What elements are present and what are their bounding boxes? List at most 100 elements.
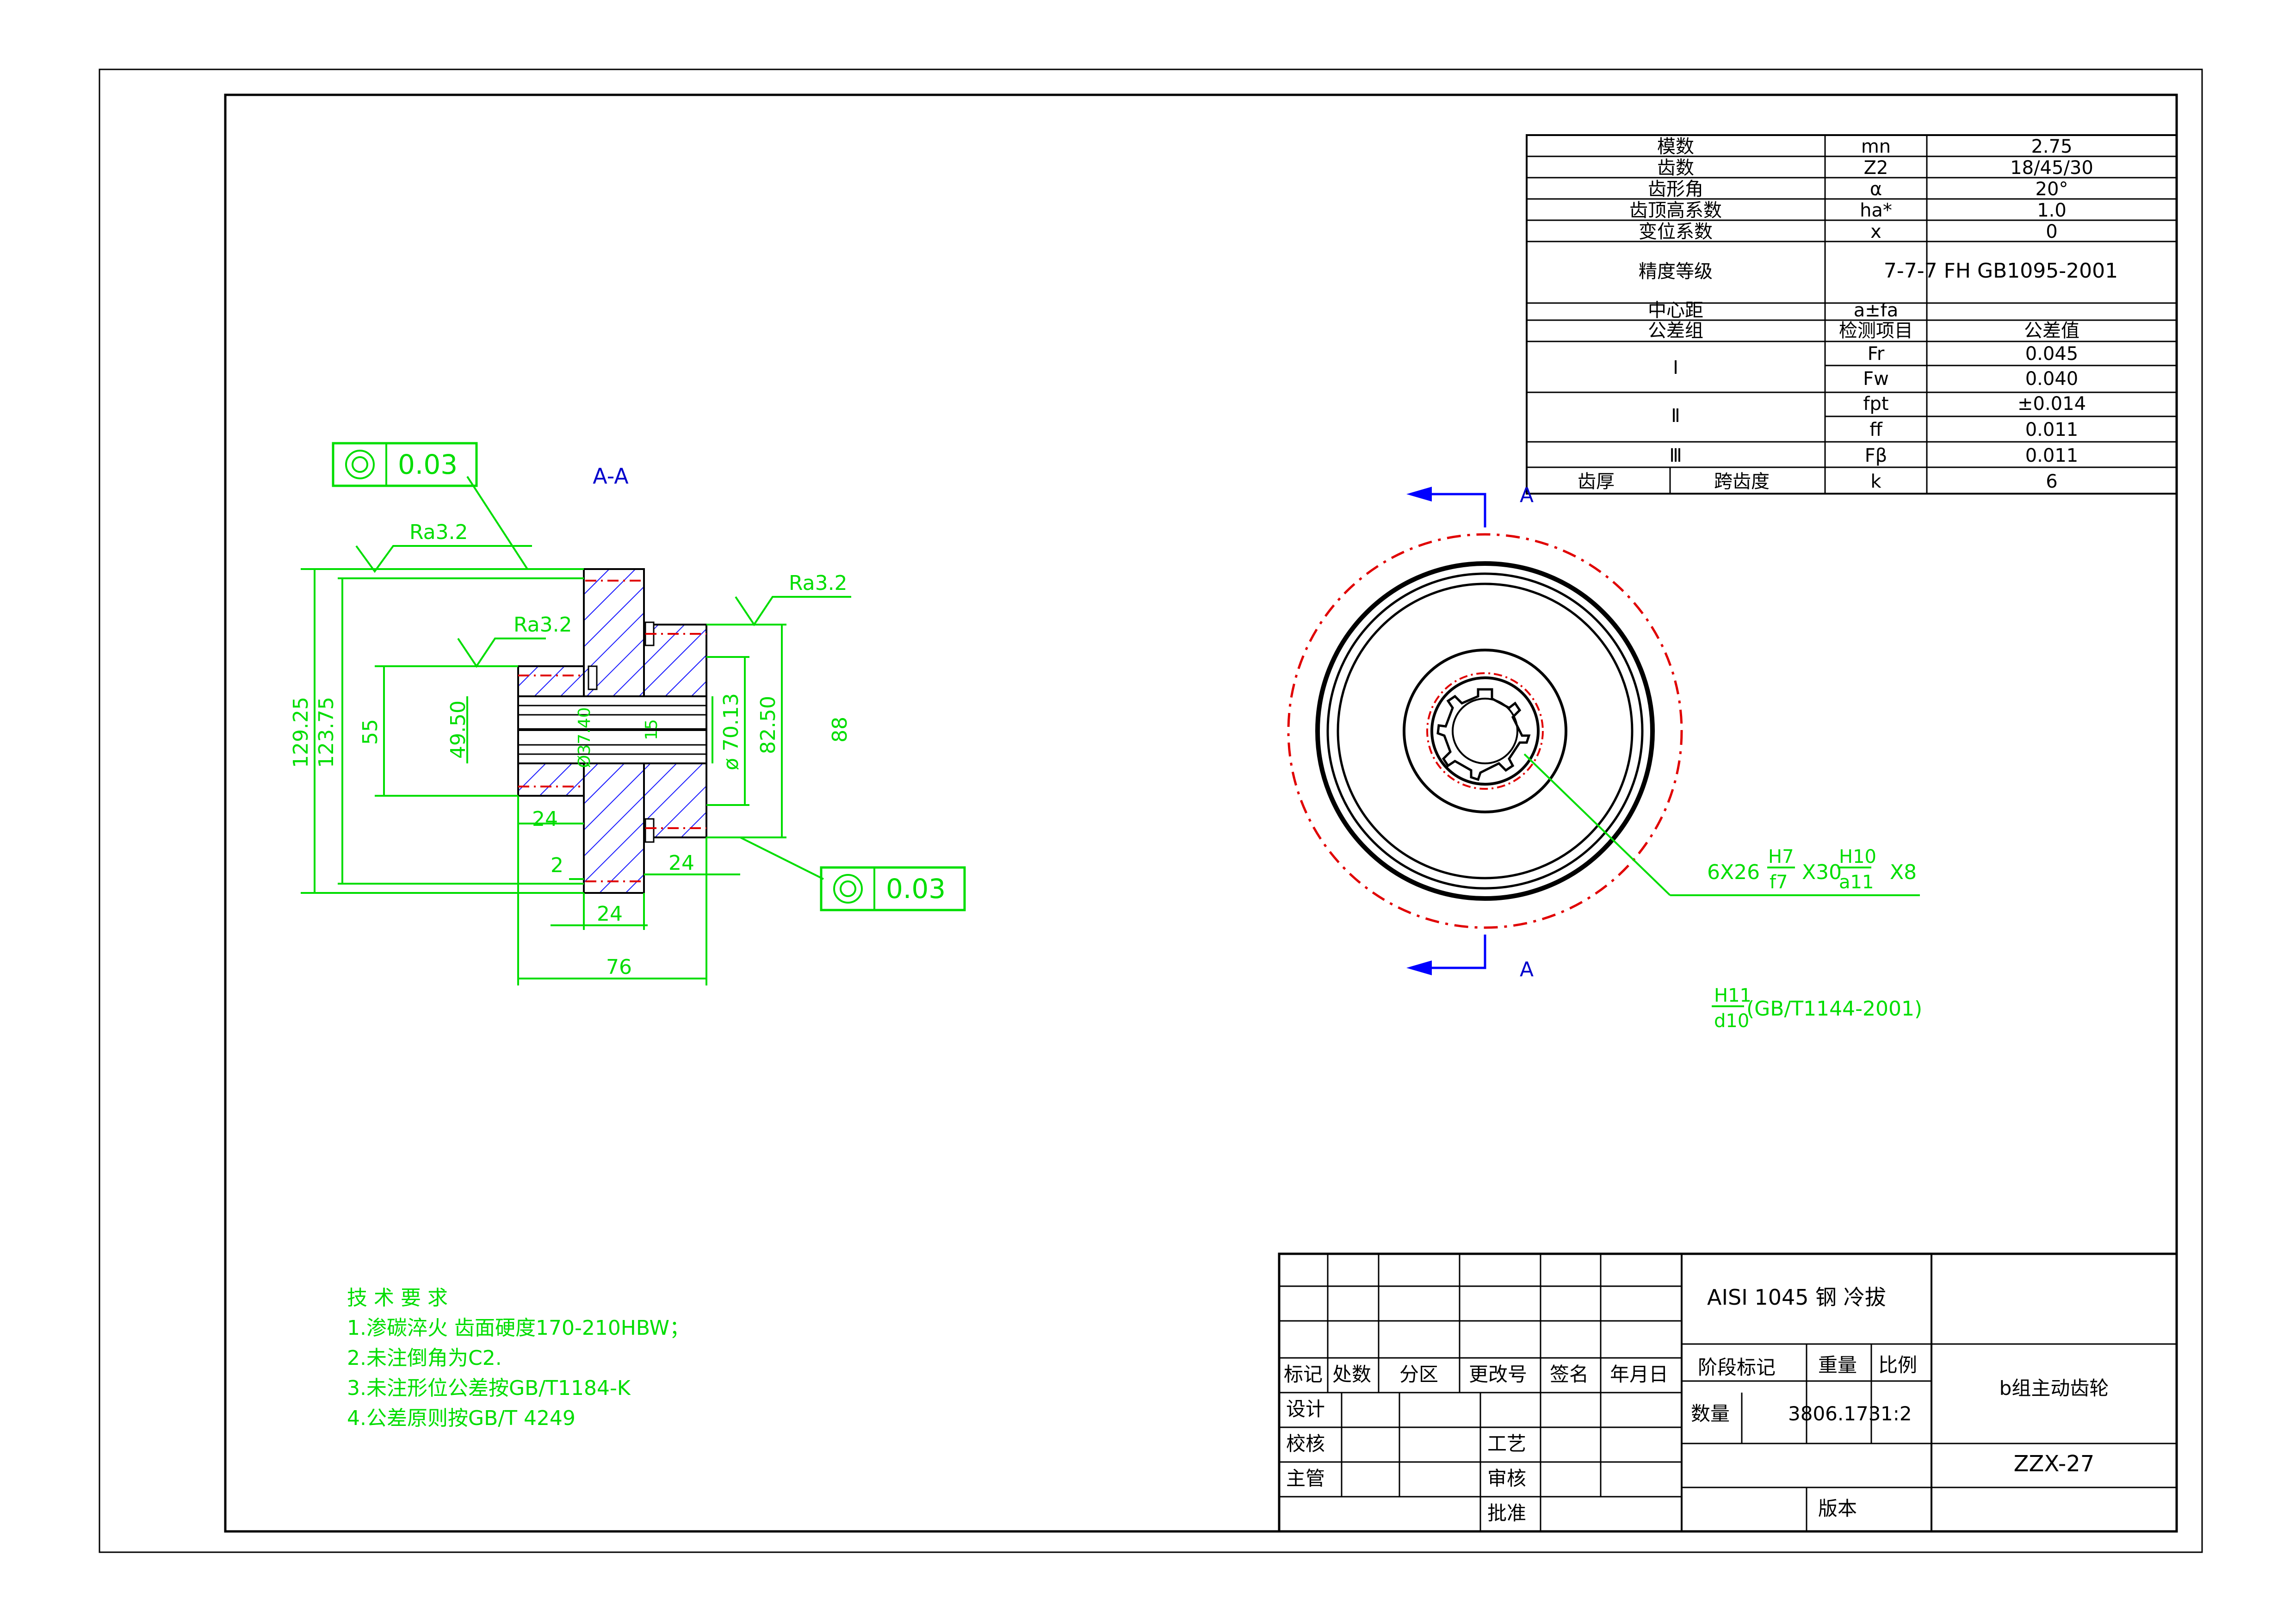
roughness-label: Ra3.2 (789, 571, 848, 595)
check-label: 校核 (1286, 1432, 1325, 1455)
mark-header: 处数 (1332, 1363, 1371, 1386)
runout-frame-bottom: 0.03 (820, 866, 966, 911)
dim-text: 15 (642, 719, 661, 740)
gear-table-value: 0 (2046, 221, 2057, 242)
dim-text: 76 (606, 955, 632, 979)
dim-text: 24 (668, 851, 694, 875)
weight-value: 3806.173 (1788, 1402, 1881, 1425)
gear-table-value: 2.75 (2031, 136, 2072, 157)
gear-table-label: 模数 (1657, 136, 1694, 157)
gear-table-label: 变位系数 (1639, 221, 1713, 242)
accuracy-label: 精度等级 (1639, 261, 1713, 282)
spline-suffix: X8 (1890, 861, 1917, 884)
dim-text: 55 (359, 719, 382, 745)
gear-table-value: 18/45/30 (2010, 157, 2093, 179)
inspection-item: Fw (1863, 368, 1889, 390)
tech-item: 3.未注形位公差按GB/T1184-K (347, 1376, 631, 1400)
part-name: b组主动齿轮 (1999, 1377, 2109, 1400)
version-label: 版本 (1818, 1497, 1857, 1520)
dim-text: 123.75 (315, 697, 338, 768)
tolerance-group-name: Ⅱ (1671, 405, 1680, 427)
fit-note: H11 d10 (GB/T1144-2001) (1712, 985, 1922, 1032)
mark-header: 签名 (1550, 1363, 1589, 1386)
drawing-number: ZZX-27 (2014, 1451, 2095, 1477)
qty-label: 数量 (1691, 1402, 1730, 1425)
runout-value: 0.03 (398, 449, 458, 480)
tolerance-value: 0.040 (2025, 368, 2079, 390)
outer-frame (99, 68, 2203, 1553)
title-block (1278, 1252, 2178, 1533)
spline-fit1-top: H7 (1768, 846, 1794, 867)
spline-fit2-top: H10 (1839, 846, 1876, 867)
spline-prefix: 6X26 (1707, 861, 1760, 884)
dim-text: 88 (828, 717, 852, 743)
roughness-label: Ra3.2 (409, 520, 468, 544)
gear-parameter-table (1526, 134, 2178, 495)
runout-frame-top: 0.03 (332, 442, 478, 487)
tech-title: 技 术 要 求 (347, 1286, 448, 1310)
dim-text: 24 (597, 902, 623, 926)
dim-text: ø 70.13 (719, 693, 743, 770)
inspection-item: Fβ (1865, 445, 1888, 466)
spline-fit1-bottom: f7 (1770, 872, 1788, 893)
gear-table-label: 齿形角 (1648, 179, 1703, 200)
gear-table-label: 齿顶高系数 (1629, 200, 1722, 221)
span-teeth-value: 6 (2046, 471, 2057, 492)
tolerance-group-label: 公差组 (1648, 320, 1703, 341)
section-mark-bottom: A (1520, 958, 1534, 981)
gear-table-value: 1.0 (2037, 200, 2067, 221)
section-mark-top: A (1520, 483, 1534, 507)
mark-header: 年月日 (1610, 1363, 1668, 1386)
span-teeth-symbol: k (1870, 471, 1881, 492)
tolerance-value: 0.045 (2025, 343, 2079, 365)
roughness-symbols: Ra3.2 Ra3.2 Ra3.2 (355, 520, 851, 668)
chief-label: 主管 (1286, 1467, 1325, 1490)
section-arrows: A A (1406, 483, 1534, 981)
accuracy-value: 7-7-7 FH GB1095-2001 (1884, 259, 2118, 283)
inspection-item: ff (1869, 419, 1883, 440)
section-label: A-A (593, 464, 629, 489)
inspection-item-label: 检测项目 (1839, 320, 1913, 341)
design-label: 设计 (1286, 1398, 1325, 1420)
concentricity-icon (833, 874, 863, 904)
spline-callout: 6X26 H7 f7 X30 H10 a11 X8 (1523, 753, 1920, 896)
process-label: 工艺 (1487, 1432, 1526, 1455)
dimension-lines (301, 476, 824, 985)
arrow-left-icon (1406, 487, 1432, 502)
dim-text: 49.50 (446, 700, 470, 759)
inspection-item: fpt (1863, 393, 1888, 415)
tech-item: 1.渗碳淬火 齿面硬度170-210HBW； (347, 1316, 690, 1340)
gear-table-symbol: ha* (1860, 200, 1892, 221)
center-distance-label: 中心距 (1648, 300, 1703, 321)
concentricity-icon (345, 450, 375, 479)
center-distance-value: a±fa (1854, 300, 1899, 321)
dim-text: Ø37.40 (575, 707, 594, 768)
span-teeth-label: 跨齿度 (1714, 471, 1770, 492)
tooth-thickness-label: 齿厚 (1578, 471, 1615, 492)
scale-value: 1:2 (1881, 1402, 1912, 1425)
tolerance-value: ±0.014 (2018, 393, 2086, 415)
spline-fit2-bottom: a11 (1839, 872, 1874, 893)
gear-table-symbol: Z2 (1864, 157, 1888, 179)
mark-header: 更改号 (1469, 1363, 1527, 1386)
roughness-label: Ra3.2 (514, 613, 572, 637)
approve-label: 批准 (1487, 1502, 1526, 1524)
mark-header: 分区 (1399, 1363, 1438, 1386)
runout-value: 0.03 (886, 873, 946, 904)
dim-text: 82.50 (756, 696, 780, 754)
dim-text: 129.25 (289, 697, 313, 768)
stage-label: 阶段标记 (1698, 1356, 1776, 1379)
dim-text: 2 (551, 854, 563, 877)
material-text: AISI 1045 钢 冷拔 (1707, 1285, 1886, 1310)
tolerance-value: 0.011 (2025, 419, 2079, 440)
inspection-item: Fr (1868, 343, 1885, 365)
dimension-texts: 129.25 123.75 55 49.50 Ø37.40 15 ø 70.13… (289, 693, 852, 979)
fit-note-text: (GB/T1144-2001) (1746, 997, 1922, 1021)
gear-table-symbol: α (1870, 179, 1882, 200)
review-label: 审核 (1487, 1467, 1526, 1490)
tolerance-group-name: Ⅲ (1669, 445, 1682, 466)
scale-label: 比例 (1878, 1354, 1917, 1376)
gear-front-view (1287, 533, 1683, 929)
fit-note-bottom: d10 (1714, 1010, 1749, 1032)
